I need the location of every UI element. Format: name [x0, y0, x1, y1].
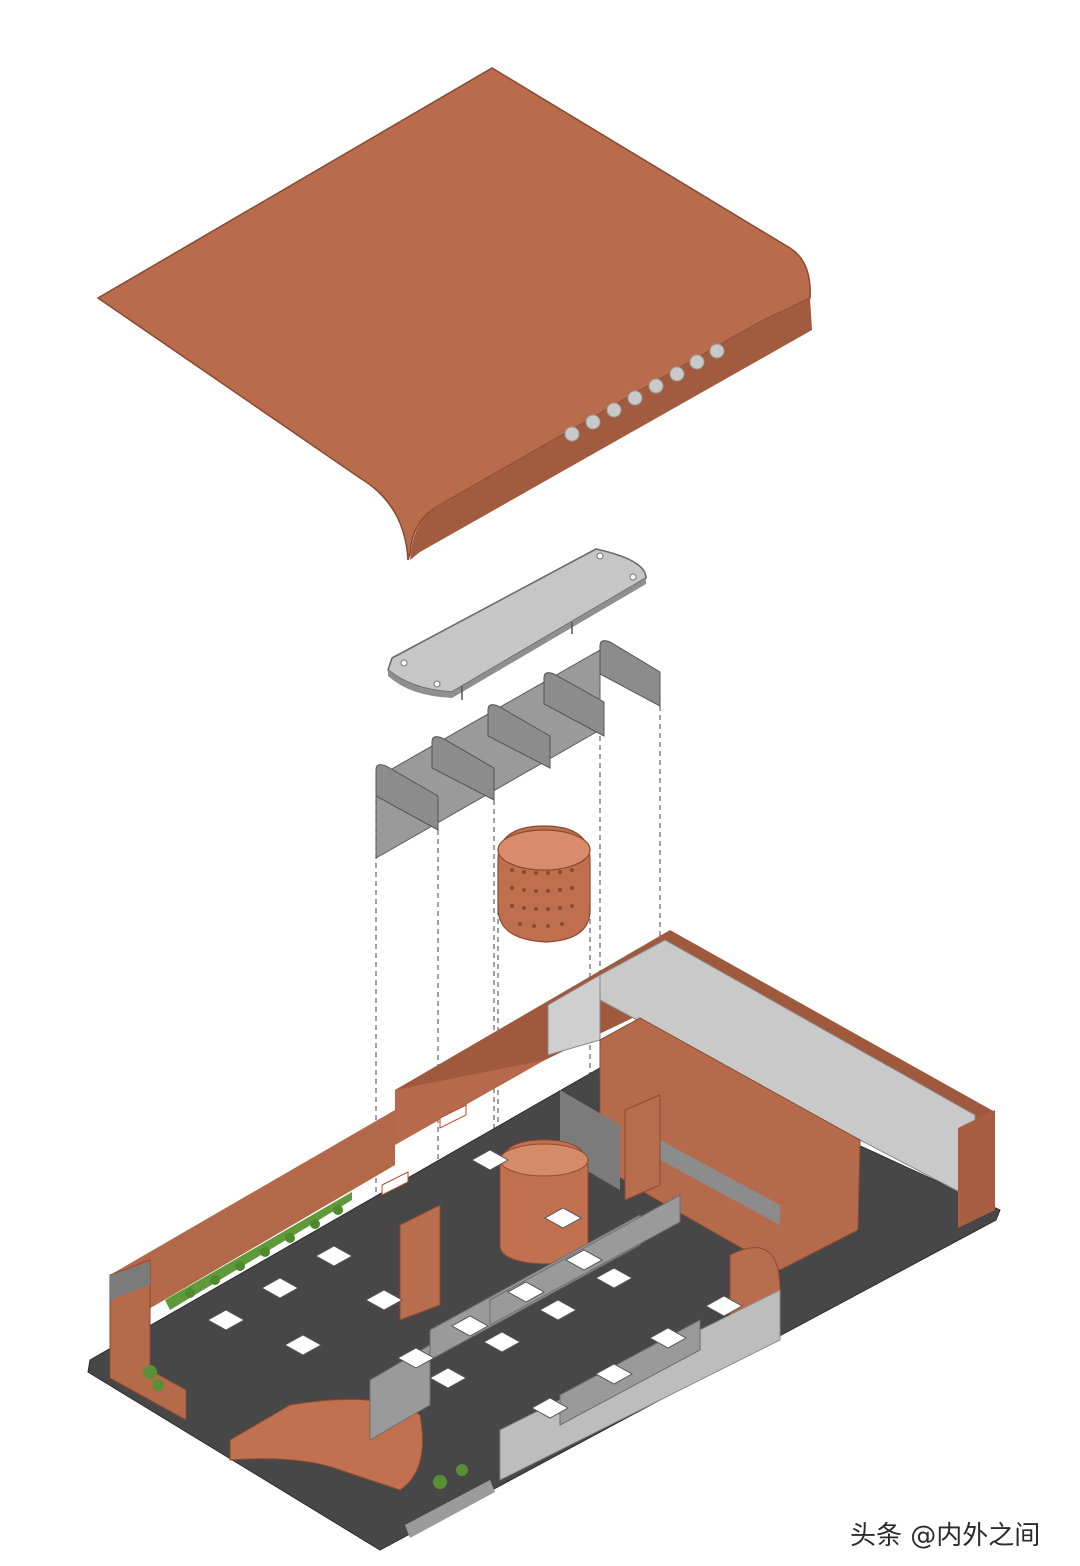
- skylight-8: [709, 343, 725, 359]
- left-end-wall: [110, 1262, 150, 1300]
- plate-hole-4: [433, 680, 441, 688]
- skylight-7: [689, 354, 705, 370]
- front-bench: [405, 1480, 495, 1538]
- metal-ceiling-plate: [387, 548, 647, 700]
- fin-4: [543, 672, 605, 737]
- roof-top-surface: [96, 67, 811, 561]
- service-counter: [560, 1090, 620, 1190]
- skylight-4: [627, 390, 643, 406]
- column-center: [399, 1204, 441, 1321]
- cylinder-rim: [497, 829, 591, 871]
- plate-hole-3: [400, 659, 408, 667]
- roof-canopy: [96, 67, 812, 561]
- fin-5: [599, 640, 661, 707]
- skylight-2: [585, 414, 601, 430]
- watermark-text: 头条 @内外之间: [850, 1521, 1041, 1551]
- wall-sign-2: [439, 1104, 467, 1129]
- skylight-6: [669, 366, 685, 382]
- back-wall-left: [110, 1110, 395, 1320]
- roof-front-fold: [410, 298, 812, 560]
- skylight-5: [648, 378, 664, 394]
- skylight-3: [606, 402, 622, 418]
- fin-2: [431, 736, 495, 801]
- plate-hole-2: [629, 573, 637, 581]
- front-left-wall: [109, 1259, 187, 1421]
- wall-sign-1: [381, 1171, 409, 1196]
- potted-plants: [143, 1365, 468, 1489]
- metal-partition-fins: [375, 640, 661, 859]
- cylinder-perforations: [510, 868, 574, 928]
- fin-1: [375, 764, 439, 831]
- plate-hole-1: [596, 552, 604, 560]
- right-end-wall: [958, 1110, 995, 1228]
- fin-3: [487, 704, 551, 769]
- roof-skylight-row: [564, 343, 725, 442]
- column-left: [624, 1094, 661, 1201]
- kitchen-counter: [660, 1140, 780, 1225]
- ceiling-plate-edge: [388, 578, 646, 698]
- skylight-1: [564, 426, 580, 442]
- perforated-cylinder-screen: [497, 825, 591, 943]
- dining-tables: [206, 1149, 744, 1419]
- restaurant-base-model: [87, 930, 1001, 1551]
